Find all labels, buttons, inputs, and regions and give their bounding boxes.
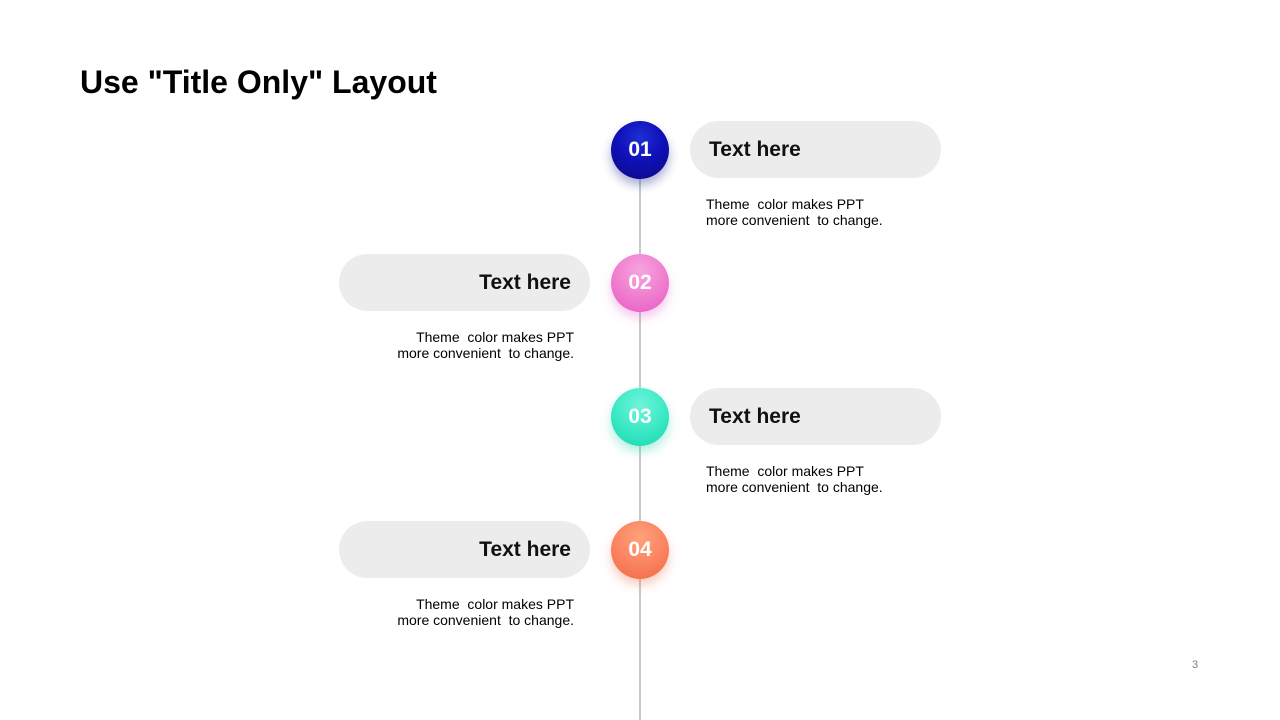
step-3-heading: Text here	[709, 404, 801, 428]
step-4-circle: 04	[611, 521, 669, 579]
step-4-description: Theme color makes PPT more convenient to…	[397, 596, 574, 628]
step-2-circle: 02	[611, 254, 669, 312]
step-1-number: 01	[628, 138, 652, 161]
step-1-circle: 01	[611, 121, 669, 179]
step-3-heading-pill: Text here	[690, 388, 941, 445]
step-3-circle: 03	[611, 388, 669, 446]
step-1-heading-pill: Text here	[690, 121, 941, 178]
step-3-description: Theme color makes PPT more convenient to…	[706, 463, 883, 495]
step-2-heading: Text here	[479, 270, 571, 294]
step-2-heading-pill: Text here	[339, 254, 590, 311]
step-3-number: 03	[628, 405, 652, 428]
step-2-description: Theme color makes PPT more convenient to…	[397, 329, 574, 361]
step-4-heading-pill: Text here	[339, 521, 590, 578]
step-4-number: 04	[628, 538, 652, 561]
step-1-description: Theme color makes PPT more convenient to…	[706, 196, 883, 228]
step-4-heading: Text here	[479, 537, 571, 561]
step-1-heading: Text here	[709, 137, 801, 161]
slide-title: Use "Title Only" Layout	[80, 64, 437, 100]
page-number: 3	[1192, 659, 1199, 671]
step-2-number: 02	[628, 271, 652, 294]
